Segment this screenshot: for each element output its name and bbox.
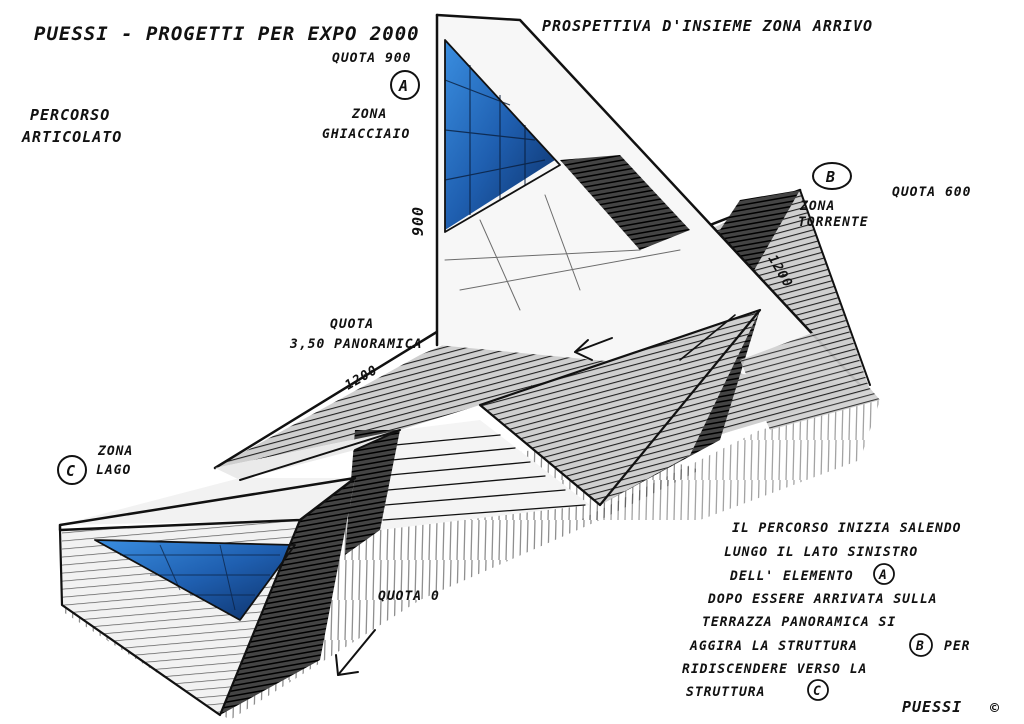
direction-arrows: [335, 337, 613, 676]
marker-a: A: [390, 70, 420, 100]
description-line-5: TERRAZZA PANORAMICA SI: [702, 615, 896, 630]
marker-b-letter: B: [825, 168, 836, 186]
view-title: PROSPETTIVA D'INSIEME ZONA ARRIVO: [542, 17, 873, 35]
point-c-zone-line-2: LAGO: [96, 463, 131, 478]
svg-text:A: A: [878, 568, 888, 583]
arrow-down-left-icon: [335, 629, 376, 676]
svg-text:B: B: [915, 639, 925, 654]
central-steps: [345, 420, 590, 555]
project-title: PUESSI - PROGETTI PER EXPO 2000: [34, 23, 420, 45]
description-line-8: RIDISCENDERE VERSO LA: [682, 662, 867, 677]
panoramic-label-line-2: 3,50 PANORAMICA: [289, 337, 422, 352]
point-c-zone-line-1: ZONA: [97, 444, 133, 459]
point-b-elevation: QUOTA 600: [892, 185, 971, 200]
structure-b-wedge: [478, 308, 880, 507]
description-marker-c: C: [807, 679, 829, 701]
point-a-elevation: QUOTA 900: [332, 51, 411, 66]
arrow-left-icon: [574, 337, 613, 361]
description-line-4: DOPO ESSERE ARRIVATA SULLA: [707, 592, 938, 607]
svg-text:C: C: [813, 684, 822, 699]
description-marker-b: B: [909, 633, 933, 657]
point-a-zone-line-1: ZONA: [351, 107, 387, 122]
marker-c-letter: C: [66, 462, 76, 480]
marker-b: B: [812, 162, 852, 190]
point-b-zone-line-1: ZONA: [799, 199, 835, 214]
route-label-line-1: PERCORSO: [30, 106, 110, 124]
description-line-1: IL PERCORSO INIZIA SALENDO: [732, 521, 962, 536]
description-line-9: STRUTTURA: [686, 685, 765, 700]
signature: PUESSI: [902, 698, 962, 716]
point-a-zone-line-2: GHIACCIAIO: [322, 127, 410, 142]
structure-a-tower: [435, 13, 862, 387]
structure-c-lake-block: [58, 429, 401, 717]
description-line-3: DELL' ELEMENTO: [729, 569, 854, 584]
marker-a-letter: A: [398, 77, 409, 95]
point-a-height-dimension: 900: [409, 206, 427, 236]
description-block: IL PERCORSO INIZIA SALENDO LUNGO IL LATO…: [682, 521, 970, 701]
description-line-6: AGGIRA LA STRUTTURA: [689, 639, 858, 654]
ground-level-label: QUOTA 0: [378, 589, 440, 604]
description-line-7: PER: [944, 639, 970, 654]
marker-c: C: [57, 455, 87, 485]
point-b-zone-line-2: TORRENTE: [798, 215, 869, 230]
route-label-line-2: ARTICOLATO: [21, 128, 122, 146]
panoramic-label-line-1: QUOTA: [330, 317, 374, 332]
copyright-symbol: ©: [990, 699, 1000, 717]
description-marker-a: A: [873, 563, 895, 585]
description-line-2: LUNGO IL LATO SINISTRO: [724, 545, 918, 560]
